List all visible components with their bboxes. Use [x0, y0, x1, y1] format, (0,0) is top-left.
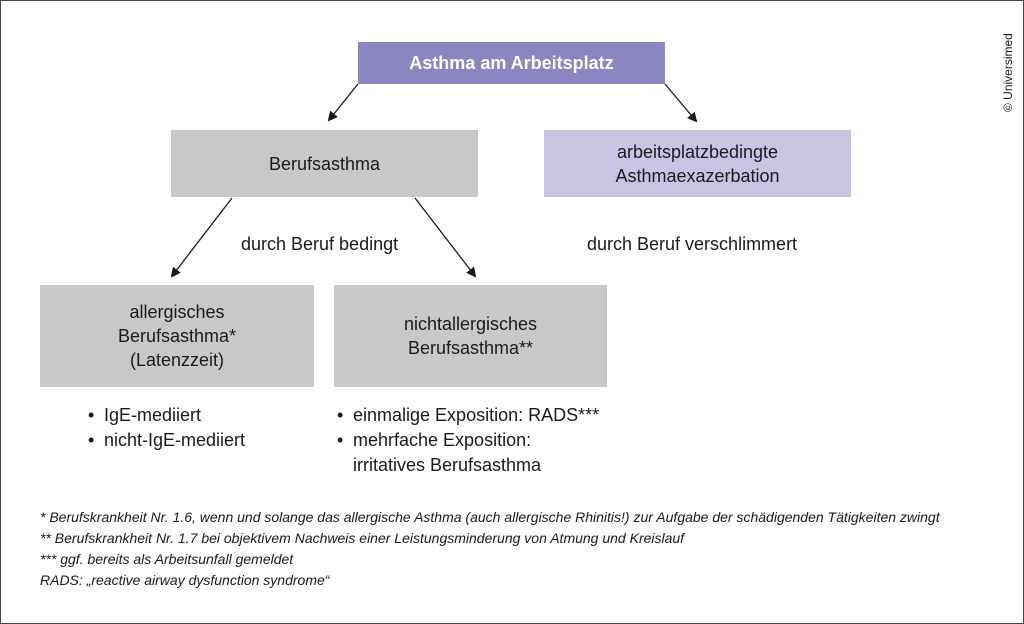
footnotes: * Berufskrankheit Nr. 1.6, wenn und sola…	[40, 507, 1015, 591]
footnote-1: * Berufskrankheit Nr. 1.6, wenn und sola…	[40, 509, 940, 525]
list-item: nicht-IgE-mediiert	[86, 428, 326, 453]
list-item-line-2: irritatives Berufsasthma	[353, 455, 542, 475]
bullet-list-nichtallergisch: einmalige Exposition: RADS*** mehrfache …	[335, 403, 625, 478]
node-allergisch-line-2: Berufsasthma*	[117, 326, 237, 346]
bullet-list-allergisch: IgE-mediiert nicht-IgE-mediiert	[86, 403, 326, 453]
node-asthmaexazerbation: arbeitsplatzbedingte Asthmaexazerbation	[544, 130, 851, 197]
copyright-text: © Universimed	[1001, 33, 1015, 112]
node-exazerbation-line-2: Asthmaexazerbation	[615, 165, 780, 186]
node-allergisches-berufsasthma: allergisches Berufsasthma* (Latenzzeit)	[40, 285, 314, 387]
footnote-4: RADS: „reactive airway dysfunction syndr…	[40, 572, 330, 588]
node-asthma-am-arbeitsplatz: Asthma am Arbeitsplatz	[358, 42, 665, 84]
node-exazerbation-line-1: arbeitsplatzbedingte	[616, 141, 779, 162]
arrow-berufsasthma-to-allergisch	[170, 197, 233, 278]
label-durch-beruf-bedingt: durch Beruf bedingt	[241, 234, 399, 254]
node-nichtallergisch-line-2: Berufsasthma**	[407, 338, 534, 358]
node-berufsasthma: Berufsasthma	[171, 130, 478, 197]
arrow-berufsasthma-to-nichtallergisch	[414, 197, 477, 278]
node-nichtallergisch-line-1: nichtallergisches	[403, 314, 538, 334]
arrow-top-to-exazerbation	[664, 83, 698, 123]
list-item: mehrfache Exposition: irritatives Berufs…	[335, 428, 625, 478]
node-title-text: Asthma am Arbeitsplatz	[409, 53, 614, 73]
node-allergisch-line-1: allergisches	[129, 302, 225, 322]
footnote-2: ** Berufskrankheit Nr. 1.7 bei objektive…	[40, 530, 685, 546]
node-nichtallergisches-berufsasthma: nichtallergisches Berufsasthma**	[334, 285, 607, 387]
node-allergisch-line-3: (Latenzzeit)	[129, 350, 225, 370]
footnote-3: *** ggf. bereits als Arbeitsunfall gemel…	[40, 551, 294, 567]
list-item: einmalige Exposition: RADS***	[335, 403, 625, 428]
arrow-top-to-berufsasthma	[327, 83, 359, 122]
list-item-line-1: mehrfache Exposition:	[353, 430, 532, 450]
list-item: IgE-mediiert	[86, 403, 326, 428]
node-berufsasthma-text: Berufsasthma	[268, 153, 381, 174]
label-durch-beruf-verschlimmert: durch Beruf verschlimmert	[587, 234, 798, 254]
